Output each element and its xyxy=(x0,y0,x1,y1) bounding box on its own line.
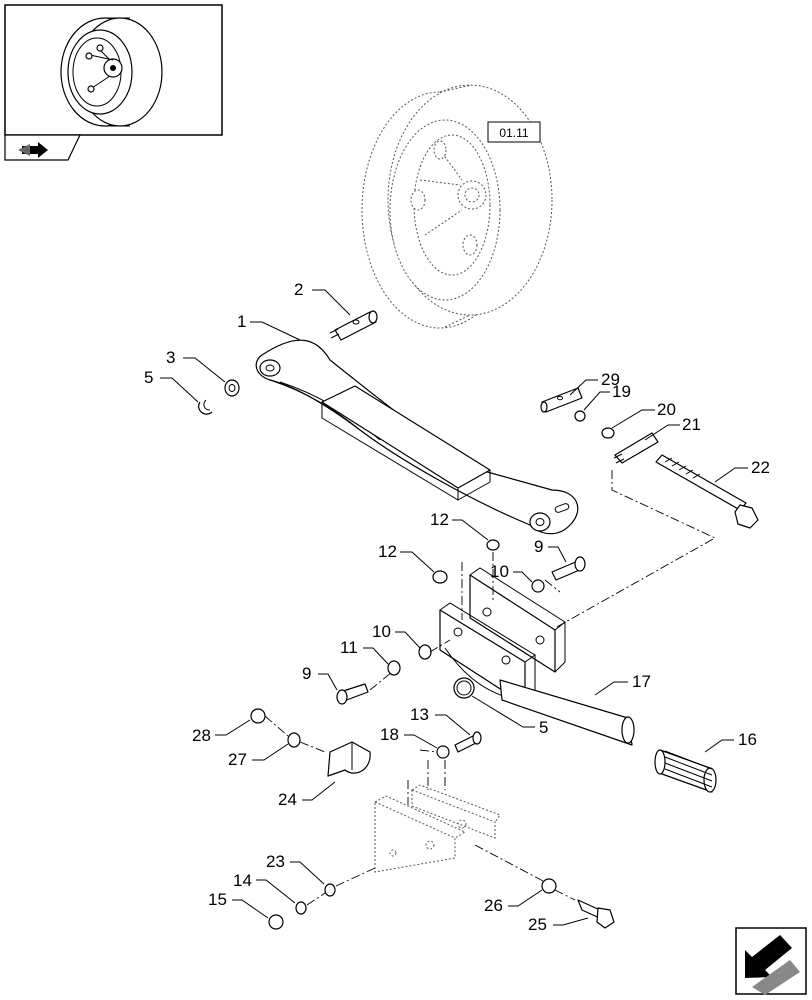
nut-12a xyxy=(486,539,500,551)
pin-29 xyxy=(540,387,583,413)
callout-5: 5 xyxy=(539,718,548,737)
callout-10: 10 xyxy=(372,622,391,641)
splined-shaft-16 xyxy=(654,749,717,793)
callout-12: 12 xyxy=(430,510,449,529)
callout-10: 10 xyxy=(490,562,509,581)
lower-bracket xyxy=(374,784,501,873)
callout-15: 15 xyxy=(208,890,227,909)
washer-14 xyxy=(295,901,307,915)
nut-15 xyxy=(268,914,284,930)
callout-27: 27 xyxy=(228,750,247,769)
wheel-thumbnail-icon[interactable] xyxy=(4,4,223,136)
washer-26 xyxy=(541,878,557,894)
clip-24 xyxy=(327,741,371,777)
bolt-22 xyxy=(655,454,759,529)
callout-9: 9 xyxy=(534,537,543,556)
callout-9: 9 xyxy=(302,664,311,683)
reference-box[interactable]: 01.11 xyxy=(487,121,541,143)
callout-5: 5 xyxy=(144,368,153,387)
callout-24: 24 xyxy=(278,790,297,809)
callout-17: 17 xyxy=(632,672,651,691)
callout-18: 18 xyxy=(380,725,399,744)
washer-10a xyxy=(531,579,545,593)
callout-26: 26 xyxy=(484,896,503,915)
bolt-25 xyxy=(577,899,615,929)
washer-27 xyxy=(287,732,301,748)
callout-13: 13 xyxy=(410,705,429,724)
next-page-arrow-icon[interactable] xyxy=(735,927,807,995)
bolt-9b xyxy=(336,683,369,705)
washer-18 xyxy=(436,745,450,759)
leaders xyxy=(160,289,748,926)
callout-12: 12 xyxy=(378,542,397,561)
callout-29: 29 xyxy=(601,370,620,389)
reference-wheel xyxy=(361,84,553,329)
nut-20 xyxy=(601,427,615,439)
callouts: 1 2 3 5 29 19 20 21 22 12 12 9 10 10 11 … xyxy=(144,280,770,934)
pin-21 xyxy=(613,432,659,464)
washer-10b xyxy=(418,644,432,660)
bolt-13 xyxy=(454,731,482,753)
nut-12b xyxy=(432,570,448,584)
callout-21: 21 xyxy=(682,415,701,434)
callout-22: 22 xyxy=(751,458,770,477)
axle-17 xyxy=(499,679,635,746)
callout-16: 16 xyxy=(738,730,757,749)
callout-28: 28 xyxy=(192,726,211,745)
washer-19 xyxy=(574,410,586,422)
bolt-9a xyxy=(551,556,586,581)
callout-2: 2 xyxy=(294,280,303,299)
callout-14: 14 xyxy=(233,871,252,890)
back-arrow-icon[interactable] xyxy=(4,134,81,161)
callout-23: 23 xyxy=(266,852,285,871)
callout-11: 11 xyxy=(340,638,358,657)
callout-1: 1 xyxy=(237,312,246,331)
svg-text:01.11: 01.11 xyxy=(499,126,528,140)
washer-3 xyxy=(224,379,240,397)
callout-19: 19 xyxy=(612,382,631,401)
callout-3: 3 xyxy=(166,348,175,367)
nut-28 xyxy=(250,708,266,724)
pin-2 xyxy=(329,310,378,341)
callout-25: 25 xyxy=(528,915,547,934)
washer-23 xyxy=(324,883,336,897)
leaf-spring xyxy=(255,339,579,535)
callout-20: 20 xyxy=(657,400,676,419)
washer-11 xyxy=(387,660,401,676)
